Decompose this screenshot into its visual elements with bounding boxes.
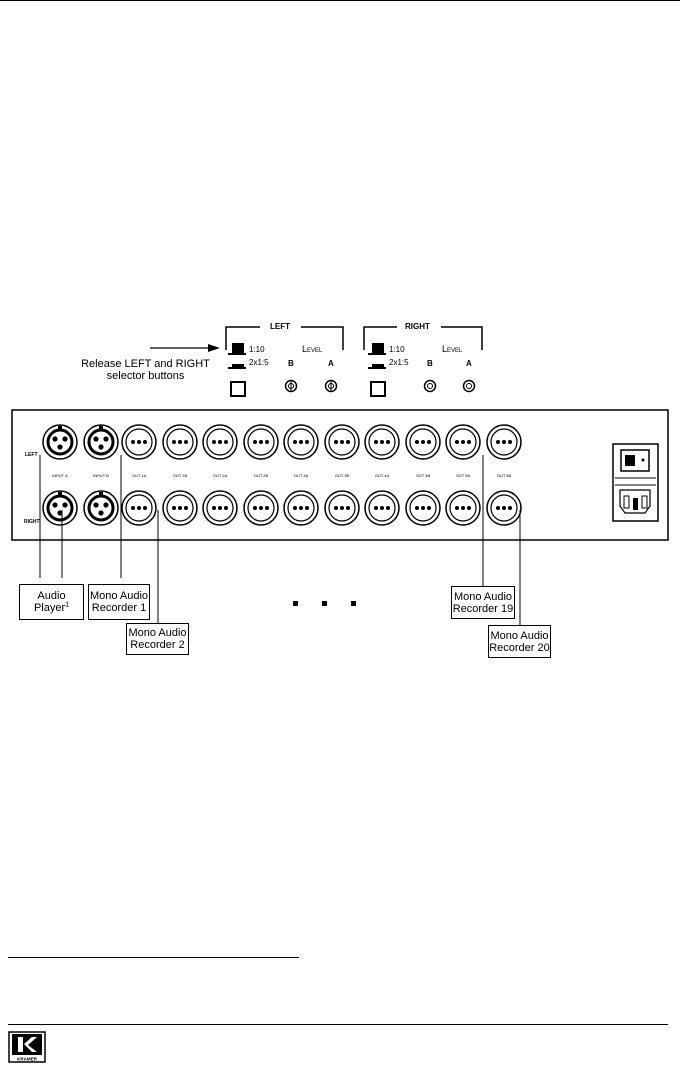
left-level-b-label: B [288, 359, 294, 368]
connector-label: OUT 4B [415, 473, 431, 478]
kramer-logo: KRAMER [8, 1031, 46, 1063]
connector-label: OUT 3A [293, 473, 309, 478]
recorder-2-line-2: Recorder 2 [130, 639, 185, 651]
left-xlr-connector[interactable] [283, 424, 319, 460]
right-level-b-knob[interactable] [423, 379, 437, 393]
right-xlr-connector[interactable] [445, 490, 481, 526]
recorder-20-box: Mono Audio Recorder 20 [488, 625, 551, 658]
left-xlr-connector[interactable] [202, 424, 238, 460]
wiring-lines [39, 455, 521, 625]
connector-label: OUT 3B [334, 473, 350, 478]
right-xlr-connector[interactable] [202, 490, 238, 526]
top-rule [0, 0, 680, 1]
connector-label: OUT 1B [172, 473, 188, 478]
connector-label: INPUT A [52, 473, 68, 478]
left-group-title: LEFT [270, 322, 290, 331]
right-mode-icons [368, 343, 386, 369]
left-xlr-connector[interactable] [162, 424, 198, 460]
right-xlr-connector[interactable] [121, 490, 157, 526]
left-mode-icons [228, 343, 246, 369]
right-selector-button[interactable] [370, 381, 386, 397]
power-inlet [612, 443, 659, 522]
kramer-logo-icon: KRAMER [8, 1031, 46, 1063]
footer-rule [8, 1024, 668, 1025]
right-xlr-connector[interactable] [162, 490, 198, 526]
callout-line-1: Release LEFT and RIGHT [81, 358, 210, 370]
left-level-a-knob[interactable] [324, 379, 338, 393]
right-level-b-label: B [427, 359, 433, 368]
left-xlr-connector[interactable] [324, 424, 360, 460]
right-level-label: Level [442, 344, 463, 354]
connector-label: OUT 4A [374, 473, 390, 478]
right-xlr-connector[interactable] [283, 490, 319, 526]
left-xlr-connector[interactable] [445, 424, 481, 460]
left-level-b-knob[interactable] [284, 379, 298, 393]
logo-wordmark: KRAMER [17, 1057, 37, 1062]
callout-arrow [150, 344, 220, 352]
right-xlr-connector[interactable] [364, 490, 400, 526]
recorder-20-line-1: Mono Audio [490, 629, 549, 642]
callout-line-2: selector buttons [106, 370, 185, 382]
right-group-title: RIGHT [405, 322, 430, 331]
left-selector-button[interactable] [230, 381, 246, 397]
recorder-19-line-1: Mono Audio [453, 590, 513, 603]
left-xlr-connector[interactable] [364, 424, 400, 460]
audio-player-line-2-wrap: Player1 [33, 601, 70, 614]
left-xlr-connector[interactable] [83, 424, 119, 460]
left-mode-1-label: 1:10 [249, 345, 265, 354]
footnote-rule [8, 957, 299, 958]
footnote-marker: 1 [65, 601, 70, 609]
left-mode-2-label: 2x1:5 [249, 358, 269, 367]
recorder-19-box: Mono Audio Recorder 19 [451, 586, 515, 619]
left-xlr-connector[interactable] [405, 424, 441, 460]
connector-label: OUT 5A [455, 473, 471, 478]
right-xlr-connector[interactable] [83, 490, 119, 526]
left-level-label: Level [302, 344, 323, 354]
left-xlr-connector[interactable] [486, 424, 522, 460]
right-xlr-connector[interactable] [486, 490, 522, 526]
right-level-a-label: A [466, 359, 472, 368]
right-mode-2-label: 2x1:5 [389, 358, 409, 367]
right-level-a-knob[interactable] [462, 379, 476, 393]
ellipsis-dots [293, 601, 356, 606]
left-level-a-label: A [328, 359, 334, 368]
row-label-right: RIGHT [24, 519, 40, 525]
right-group-bracket [363, 326, 483, 350]
left-group-bracket [225, 326, 344, 350]
row-label-left: LEFT [25, 452, 38, 458]
recorder-1-line-1: Mono Audio [89, 590, 149, 602]
connector-label: OUT 1A [131, 473, 147, 478]
right-xlr-connector[interactable] [243, 490, 279, 526]
audio-player-line-2: Player [33, 602, 66, 614]
left-xlr-connector[interactable] [243, 424, 279, 460]
power-switch[interactable] [620, 449, 650, 472]
recorder-20-line-2: Recorder 20 [489, 641, 550, 654]
audio-player-box: Audio Player1 [19, 584, 84, 620]
right-xlr-connector[interactable] [405, 490, 441, 526]
connector-label: OUT 5B [496, 473, 512, 478]
right-mode-1-label: 1:10 [389, 345, 405, 354]
callout-text: Release LEFT and RIGHT selector buttons [78, 358, 213, 382]
recorder-19-line-2: Recorder 19 [452, 602, 514, 615]
recorder-1-box: Mono Audio Recorder 1 [88, 584, 150, 620]
right-xlr-connector[interactable] [324, 490, 360, 526]
left-xlr-connector[interactable] [121, 424, 157, 460]
recorder-2-line-1: Mono Audio [128, 627, 187, 639]
right-xlr-connector[interactable] [42, 490, 78, 526]
connector-label: OUT 2B [253, 473, 269, 478]
connector-label: INPUT B [93, 473, 109, 478]
recorder-1-line-2: Recorder 1 [91, 602, 147, 614]
connector-label: OUT 2A [212, 473, 228, 478]
audio-player-line-1: Audio [37, 590, 66, 602]
recorder-2-box: Mono Audio Recorder 2 [126, 623, 189, 655]
xlr-connectors [42, 424, 522, 526]
left-xlr-connector[interactable] [42, 424, 78, 460]
